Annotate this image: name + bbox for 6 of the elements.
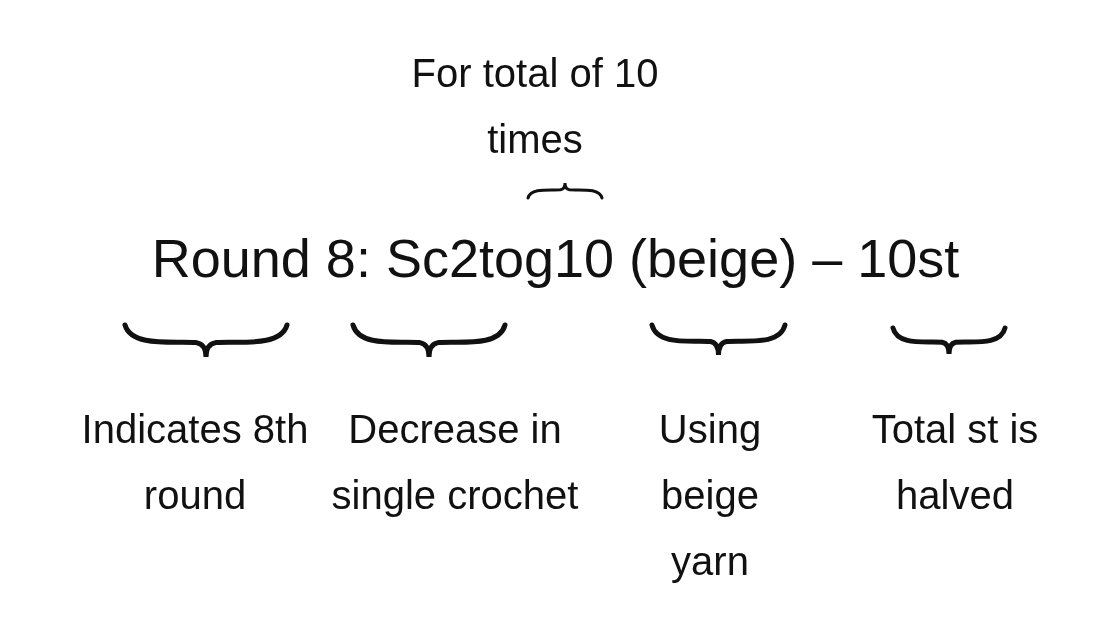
pattern-line: Round 8: Sc2tog10 (beige) – 10st xyxy=(150,227,961,290)
annotation-text: Decrease in single crochet xyxy=(330,406,580,519)
annotation-text: For total of 10 times xyxy=(410,50,660,163)
annotation-text: Indicates 8th round xyxy=(80,406,310,519)
annotation-text: Using beige yarn xyxy=(657,406,763,585)
annotation-text: Total st is halved xyxy=(870,406,1040,519)
